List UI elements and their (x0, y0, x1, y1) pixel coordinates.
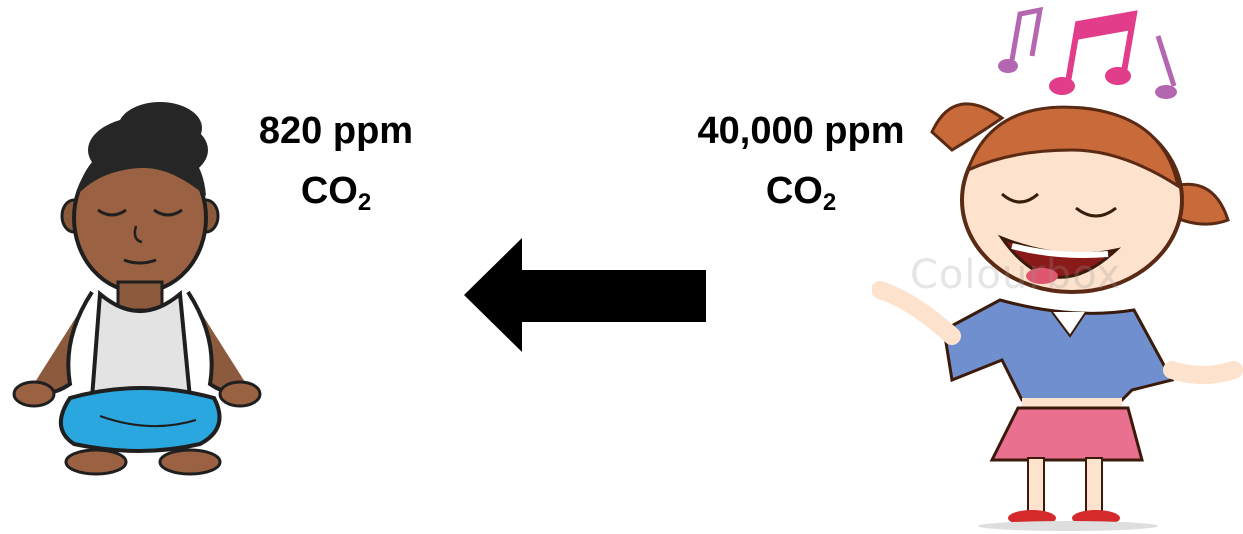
right-gas-formula: CO2 (676, 170, 926, 215)
music-notes-icon (998, 6, 1177, 99)
left-concentration: 820 ppm (258, 110, 414, 152)
right-gas-subscript: 2 (822, 189, 837, 216)
left-gas-base: CO (300, 170, 358, 212)
left-gas-formula: CO2 (238, 170, 434, 215)
left-co2-label: 820 ppm CO2 (238, 110, 434, 215)
left-gas-subscript: 2 (357, 189, 372, 216)
right-gas-base: CO (765, 170, 823, 212)
arrow-left-icon (464, 238, 706, 352)
singing-girl-illustration (872, 6, 1243, 531)
right-co2-label: 40,000 ppm CO2 (676, 110, 926, 215)
watermark: Colourbox (910, 252, 1122, 298)
meditating-woman-illustration (12, 102, 262, 476)
right-concentration: 40,000 ppm (697, 110, 905, 152)
